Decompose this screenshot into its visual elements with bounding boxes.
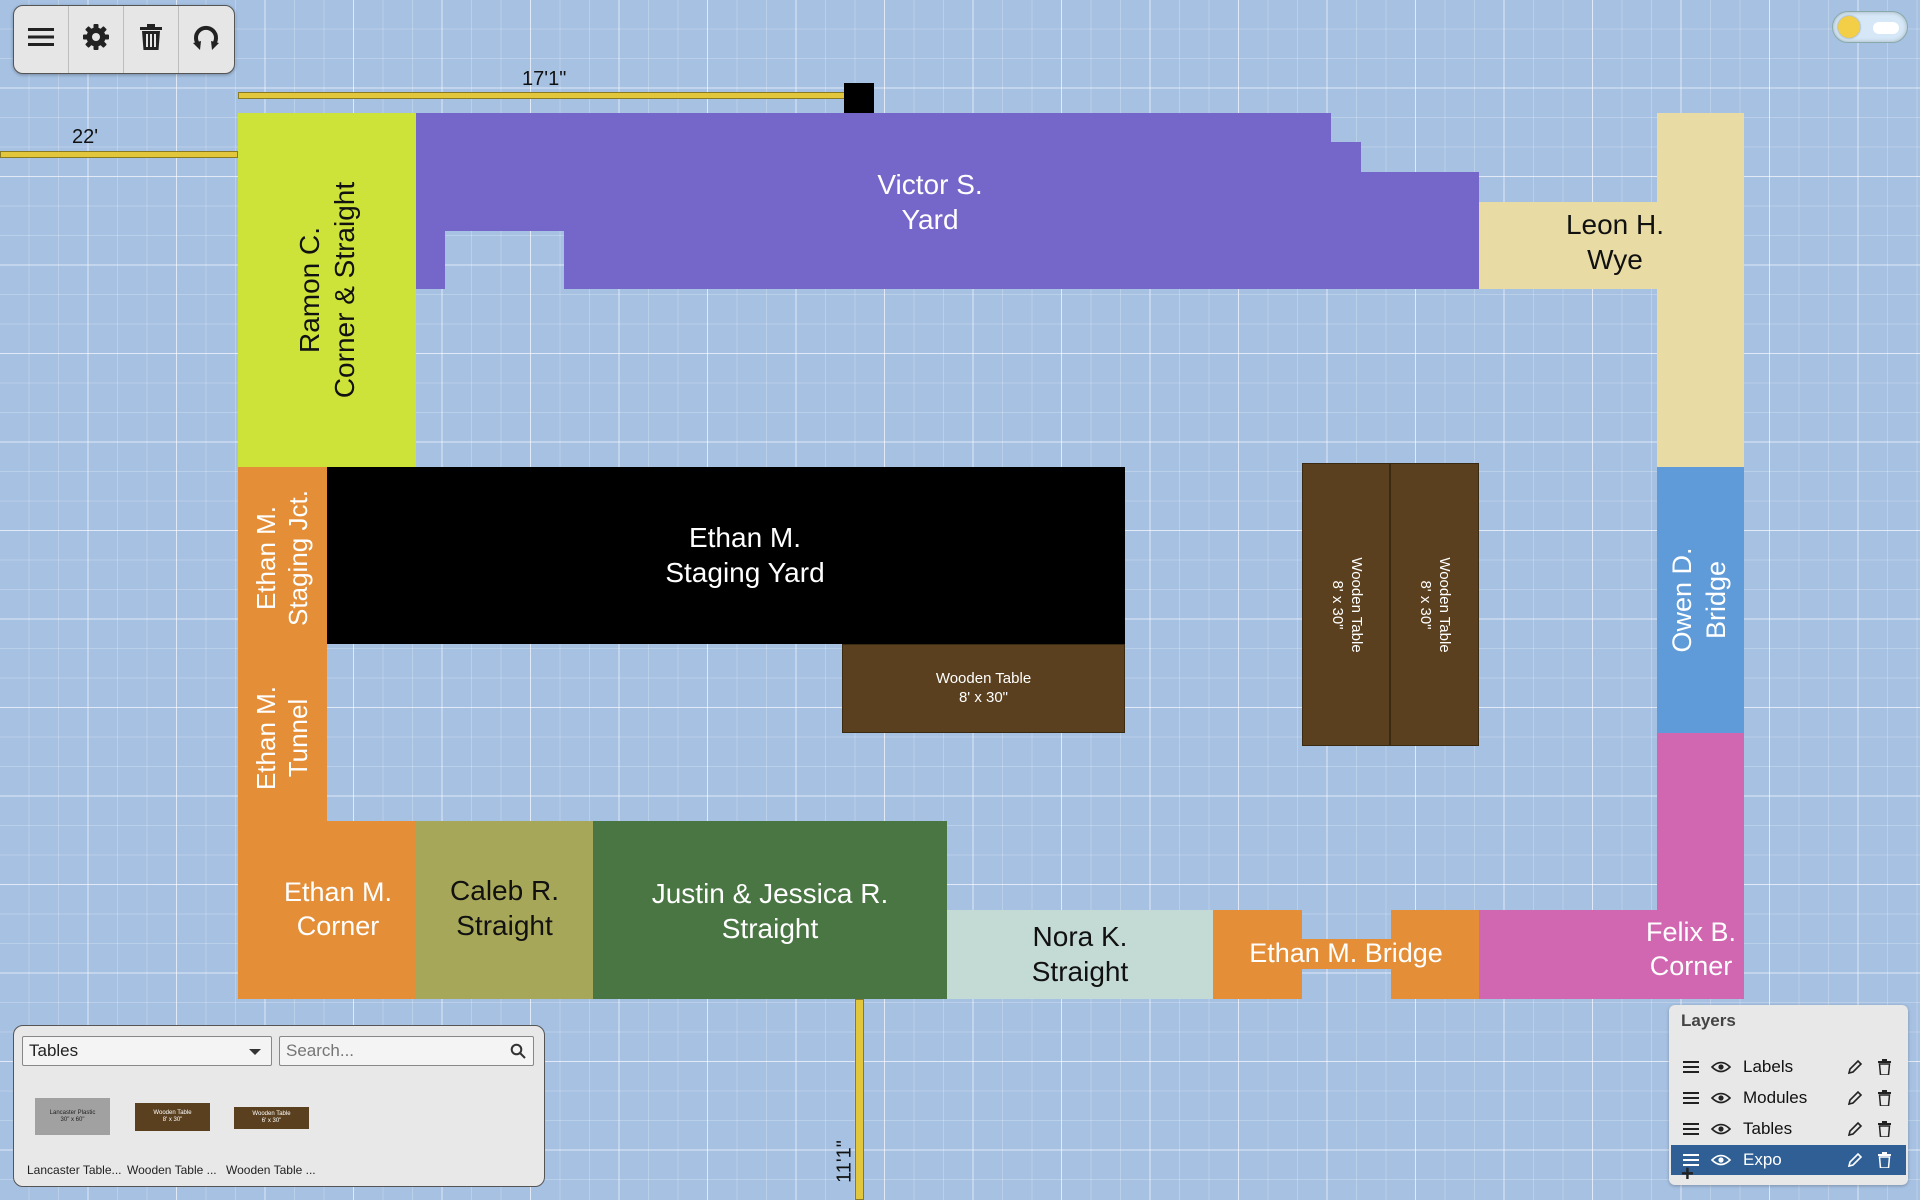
eye-icon[interactable] xyxy=(1711,1091,1731,1105)
measurement-handle[interactable] xyxy=(844,83,874,113)
sun-icon xyxy=(1838,16,1860,38)
trash-icon[interactable] xyxy=(1878,1121,1891,1137)
library-item-wooden-8-thumb[interactable]: Wooden Table 8' x 30" xyxy=(135,1103,210,1131)
layers-title: Layers xyxy=(1681,1011,1736,1030)
measurement-left-label: 22' xyxy=(72,126,99,148)
table-wooden-vertical-2-label: Wooden Table 8' x 30" xyxy=(1417,557,1453,653)
library-item-wooden-6-caption: Wooden Table ... xyxy=(226,1163,316,1177)
main-toolbar xyxy=(13,5,235,74)
module-nora-label: Nora K. Straight xyxy=(1031,921,1129,987)
menu-button[interactable] xyxy=(14,6,69,73)
table-wooden-vertical-2[interactable] xyxy=(1390,463,1479,746)
settings-button[interactable] xyxy=(69,6,124,73)
category-select[interactable]: Tables xyxy=(22,1036,272,1066)
layers-panel: Layers Labels Modules Tables Expo + xyxy=(1669,1005,1908,1186)
module-victor-label: Victor S. Yard xyxy=(877,169,983,235)
drag-handle-icon[interactable] xyxy=(1683,1092,1699,1104)
layer-row-labels[interactable]: Labels xyxy=(1671,1052,1906,1082)
layer-name: Expo xyxy=(1743,1150,1782,1169)
module-justin-label: Justin & Jessica R. Straight xyxy=(651,878,889,944)
category-select-value: Tables xyxy=(29,1041,79,1060)
measurement-left-bar[interactable] xyxy=(0,151,238,158)
table-wooden-vertical-1[interactable] xyxy=(1302,463,1390,746)
chevron-down-icon xyxy=(249,1049,261,1055)
trash-icon[interactable] xyxy=(1878,1059,1891,1075)
module-felix-shape xyxy=(1479,733,1744,999)
table-wooden-horizontal[interactable] xyxy=(842,644,1125,733)
eye-icon[interactable] xyxy=(1711,1122,1731,1136)
gear-icon xyxy=(82,23,110,56)
module-ethan-corner-label: Ethan M. Corner xyxy=(283,877,393,941)
module-caleb-label: Caleb R. Straight xyxy=(450,875,559,941)
pencil-icon[interactable] xyxy=(1847,1059,1863,1075)
trash-icon[interactable] xyxy=(1878,1090,1891,1106)
pencil-icon[interactable] xyxy=(1847,1152,1863,1168)
library-item-lancaster-caption: Lancaster Table... xyxy=(27,1163,122,1177)
cloud-icon xyxy=(1873,22,1899,34)
layer-row-tables[interactable]: Tables xyxy=(1671,1114,1906,1144)
theme-toggle[interactable] xyxy=(1832,11,1908,43)
table-wooden-vertical-1-label: Wooden Table 8' x 30" xyxy=(1329,557,1365,653)
trash-icon xyxy=(140,24,162,55)
reset-button[interactable] xyxy=(179,6,233,73)
module-felix-label: Felix B. Corner xyxy=(1645,917,1737,981)
eye-icon[interactable] xyxy=(1711,1060,1731,1074)
module-caleb-straight[interactable] xyxy=(416,821,593,999)
drag-handle-icon[interactable] xyxy=(1683,1061,1699,1073)
library-panel: Tables Lancaster Plastic 30" x 60" Lanca… xyxy=(13,1025,545,1187)
pencil-icon[interactable] xyxy=(1847,1090,1863,1106)
module-justin-straight[interactable] xyxy=(593,821,947,999)
drag-handle-icon[interactable] xyxy=(1683,1123,1699,1135)
delete-button[interactable] xyxy=(124,6,179,73)
hamburger-menu-icon xyxy=(28,26,54,53)
drag-handle-icon[interactable] xyxy=(1683,1154,1699,1166)
module-leon-shape xyxy=(1479,113,1744,467)
module-ethan-bridge-label: Ethan M. Bridge xyxy=(1249,938,1443,969)
module-owen-bridge[interactable] xyxy=(1657,467,1744,733)
search-input[interactable] xyxy=(279,1036,534,1066)
search-icon[interactable] xyxy=(510,1043,526,1064)
library-item-lancaster-thumb[interactable]: Lancaster Plastic 30" x 60" xyxy=(35,1098,110,1135)
layer-name: Modules xyxy=(1743,1088,1808,1107)
module-ethan-staging-yard-label: Ethan M. Staging Yard xyxy=(665,522,825,588)
add-layer-button[interactable]: + xyxy=(1681,1161,1694,1186)
layer-row-expo[interactable]: Expo xyxy=(1671,1145,1906,1175)
eye-icon[interactable] xyxy=(1711,1153,1731,1167)
table-wooden-horizontal-label: Wooden Table 8' x 30" xyxy=(935,670,1032,706)
module-nora-straight[interactable] xyxy=(947,910,1213,999)
module-victor-shape xyxy=(416,113,1479,289)
library-item-wooden-8-caption: Wooden Table ... xyxy=(127,1163,217,1177)
library-item-wooden-6-thumb[interactable]: Wooden Table 6' x 30" xyxy=(234,1107,309,1129)
module-ethan-left-shape xyxy=(238,467,416,999)
module-owen-label: Owen D. Bridge xyxy=(1667,547,1731,653)
layer-row-modules[interactable]: Modules xyxy=(1671,1083,1906,1113)
module-ethan-bridge-shape xyxy=(1213,910,1479,999)
pencil-icon[interactable] xyxy=(1847,1121,1863,1137)
module-ethan-staging-yard[interactable] xyxy=(327,467,1125,644)
rotate-icon xyxy=(192,23,220,56)
layer-name: Labels xyxy=(1743,1057,1794,1076)
trash-icon[interactable] xyxy=(1878,1152,1891,1168)
layer-name: Tables xyxy=(1743,1119,1793,1138)
module-ramon-corner-straight[interactable] xyxy=(238,113,416,467)
measurement-top-label: 17'1" xyxy=(522,68,567,90)
module-leon-label: Leon H. Wye xyxy=(1565,209,1665,275)
